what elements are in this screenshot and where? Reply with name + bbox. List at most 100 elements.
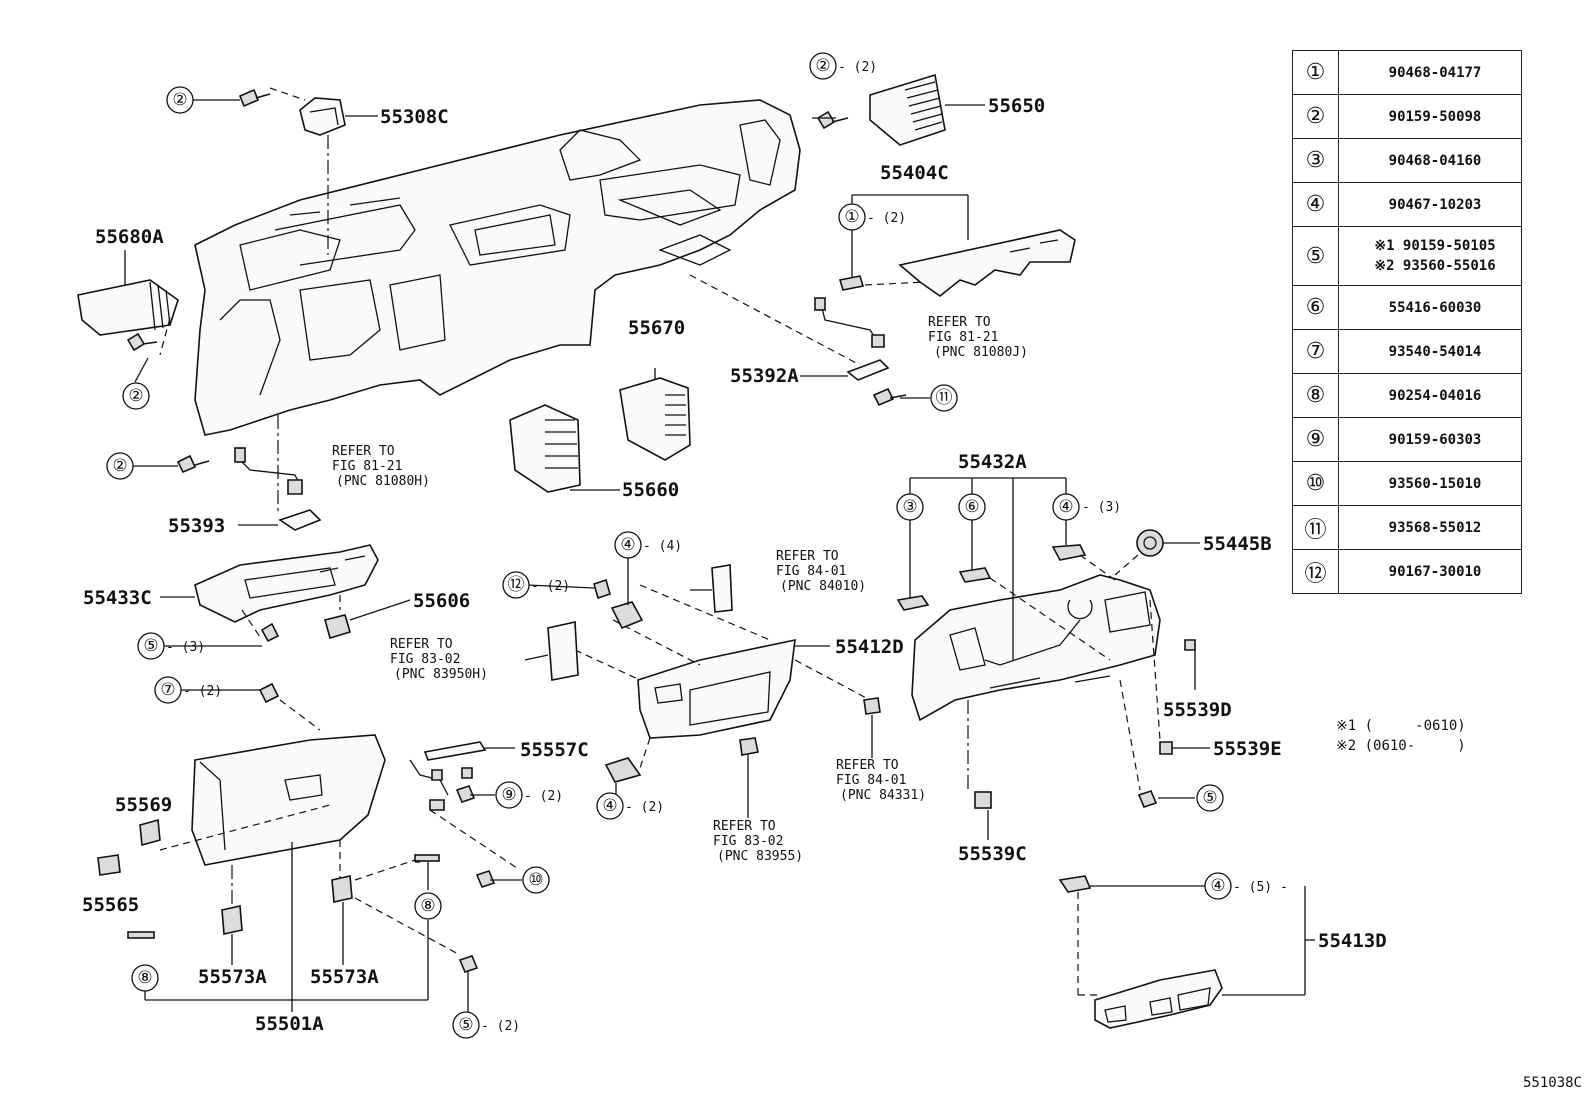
table-value: 90159-50098 [1338,94,1522,139]
table-value: 90254-04016 [1338,373,1522,418]
quantity-labels: - (2) - (2) - (3) - (3) - (2) - (2) - (4… [166,60,1288,1034]
label-55433C: 55433C [83,587,152,609]
table-value: 90468-04160 [1338,138,1522,183]
vents-55670-55660-drawing [509,368,691,493]
callout-1: ① [838,203,866,231]
table-key: ⑤ [1292,226,1339,286]
damper-55557C-drawing [409,741,521,871]
svg-text:REFER TO: REFER TO [836,758,899,773]
label-55557C: 55557C [520,739,589,761]
table-value-line-2: ※2 93560-55016 [1374,258,1496,274]
svg-text:⑧: ⑧ [137,968,152,988]
refer-83955: REFER TO FIG 83-02 (PNC 83955) [713,819,803,864]
svg-text:REFER TO: REFER TO [776,549,839,564]
svg-text:(PNC 83955): (PNC 83955) [717,849,803,864]
svg-text:FIG 83-02: FIG 83-02 [390,652,460,667]
qty-c2-vent: - (2) [838,60,877,75]
table-value: 93540-54014 [1338,329,1522,374]
label-55539C: 55539C [958,843,1027,865]
svg-text:④: ④ [602,796,617,816]
table-value: ※1 90159-50105 ※2 93560-55016 [1338,226,1522,286]
callout-2-top: ② [166,86,194,114]
table-value: 90167-30010 [1338,549,1522,594]
panel-55413D-drawing [1058,875,1315,1029]
svg-text:⑤: ⑤ [458,1015,473,1035]
svg-text:REFER TO: REFER TO [390,637,453,652]
table-value: 93568-55012 [1338,505,1522,550]
label-55660: 55660 [622,479,679,501]
vent-55680A-drawing [77,250,179,356]
callout-5-left: ⑤ [137,632,165,660]
callout-10: ⑩ [522,866,550,894]
svg-text:REFER TO: REFER TO [928,315,991,330]
label-55606: 55606 [413,590,470,612]
svg-text:(PNC 81080J): (PNC 81080J) [934,345,1028,360]
footnote-1: ※1 ( -0610) [1336,718,1466,734]
qty-c5-left: - (3) [166,640,205,655]
svg-text:⑤: ⑤ [143,636,158,656]
callout-4-mid-bot: ④ [596,792,624,820]
callout-9: ⑨ [495,781,523,809]
label-55670: 55670 [628,317,685,339]
label-55565: 55565 [82,894,139,916]
svg-text:FIG 81-21: FIG 81-21 [928,330,998,345]
table-key: ⑨ [1292,417,1339,462]
glove-box-55501A-drawing [97,699,461,1012]
callouts: ② ② ② ② ① ⑪ ③ ⑥ ④ ⑤ ⑦ ⑫ ④ ④ ⑨ ⑩ ⑧ ⑧ ⑤ ⑤ … [106,52,1232,1039]
svg-text:②: ② [172,90,187,110]
table-value: 55416-60030 [1338,285,1522,330]
svg-text:(PNC 84010): (PNC 84010) [780,579,866,594]
table-key: ⑫ [1292,549,1339,594]
table-key: ② [1292,94,1339,139]
callout-6: ⑥ [958,493,986,521]
callout-8-right: ⑧ [414,892,442,920]
table-key: ④ [1292,182,1339,227]
label-55539D: 55539D [1163,699,1232,721]
bracket-55308C-drawing [269,87,346,255]
svg-text:REFER TO: REFER TO [713,819,776,834]
label-55573A-right: 55573A [310,966,379,988]
table-key: ③ [1292,138,1339,183]
table-key: ⑩ [1292,461,1339,506]
callout-2-vent: ② [809,52,837,80]
label-55445B: 55445B [1203,533,1272,555]
label-55308C: 55308C [380,106,449,128]
callout-4-bottom: ④ [1204,872,1232,900]
svg-text:④: ④ [1210,876,1225,896]
svg-text:FIG 81-21: FIG 81-21 [332,459,402,474]
label-55650: 55650 [988,95,1045,117]
wire-81080H-drawing [234,415,322,531]
svg-text:⑨: ⑨ [501,785,516,805]
label-55412D: 55412D [835,636,904,658]
callout-4-right: ④ [1052,493,1080,521]
leader-lines [133,99,930,1012]
table-row: ⑤ ※1 90159-50105 ※2 93560-55016 [1292,226,1522,286]
table-value: 90467-10203 [1338,182,1522,227]
svg-text:FIG 84-01: FIG 84-01 [836,773,906,788]
callout-7: ⑦ [154,676,182,704]
callout-3: ③ [896,493,924,521]
refer-84010: REFER TO FIG 84-01 (PNC 84010) [776,549,866,594]
label-55501A: 55501A [255,1013,324,1035]
refer-84331: REFER TO FIG 84-01 (PNC 84331) [836,758,926,803]
svg-text:REFER TO: REFER TO [332,444,395,459]
callout-2-lower: ② [106,452,134,480]
refer-81080J: REFER TO FIG 81-21 (PNC 81080J) [928,315,1028,360]
svg-text:⑫: ⑫ [508,575,525,595]
label-55573A-left: 55573A [198,966,267,988]
footnote-2: ※2 (0610- ) [1336,738,1466,754]
qty-c7: - (2) [183,684,222,699]
svg-text:⑦: ⑦ [160,680,175,700]
label-55393: 55393 [168,515,225,537]
refer-81080H: REFER TO FIG 81-21 (PNC 81080H) [332,444,430,489]
label-55392A: 55392A [730,365,799,387]
table-value-line-1: ※1 90159-50105 [1374,238,1496,254]
svg-text:②: ② [112,456,127,476]
bezel-55412D-drawing [524,564,881,818]
